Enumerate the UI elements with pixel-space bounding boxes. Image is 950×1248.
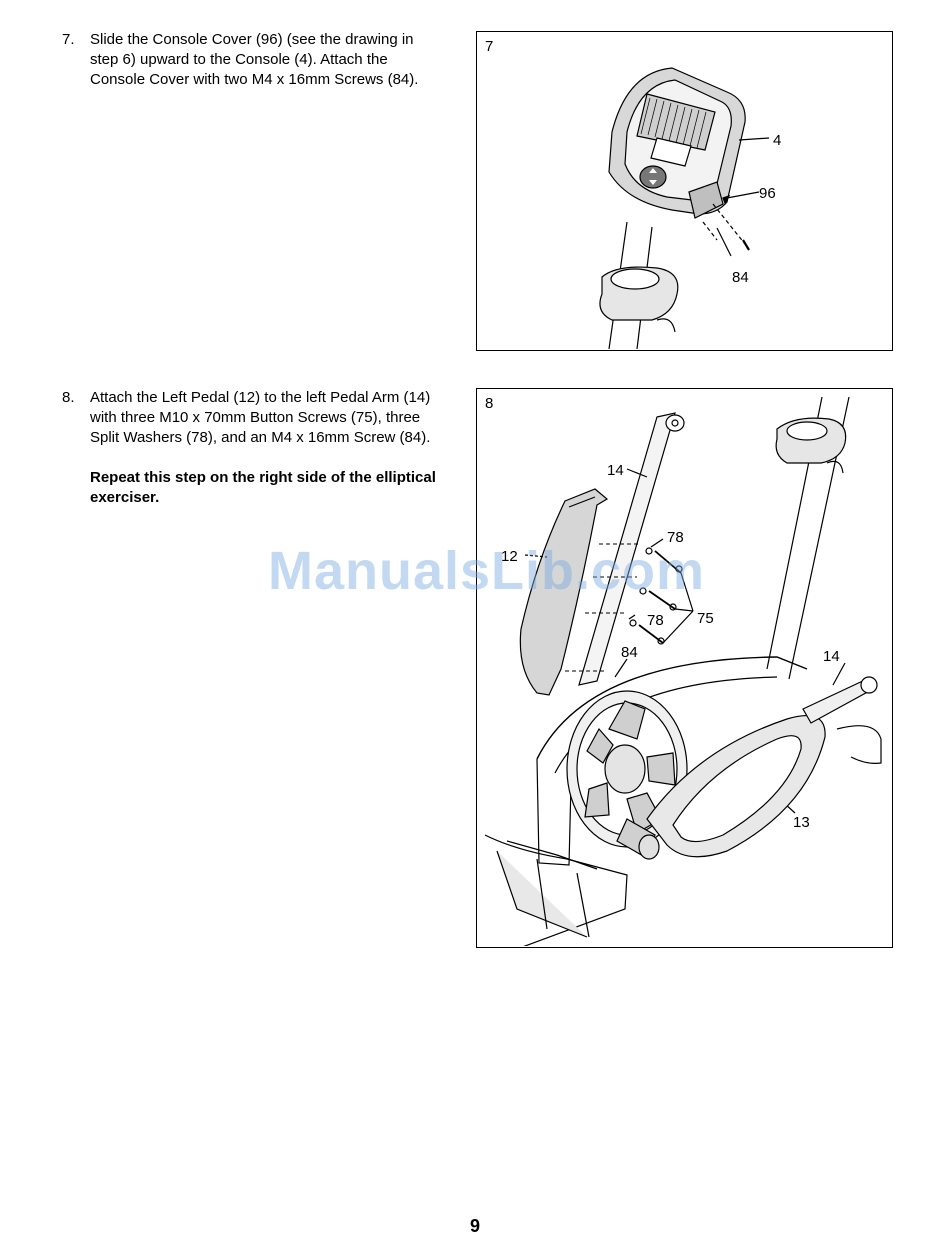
callout-8-arm-left: 14	[607, 462, 624, 479]
callout-8-washer-bottom: 78	[647, 612, 664, 629]
callout-7-cover: 96	[759, 185, 776, 202]
callout-8-arm-right: 14	[823, 648, 840, 665]
callout-7-console: 4	[773, 132, 781, 149]
callout-8-washer-top: 78	[667, 529, 684, 546]
step-8-number: 8.	[62, 389, 75, 406]
callout-8-button-screw: 75	[697, 610, 714, 627]
watermark: ManualsLib.com	[268, 541, 706, 601]
step-8-note: Repeat this step on the right side of th…	[90, 469, 436, 506]
figure-7-drawing: 4 96 84	[599, 67, 781, 349]
figure-7: 7	[476, 31, 893, 351]
callout-8-handle: 13	[793, 814, 810, 831]
step-7-text: Slide the Console Cover (96) (see the dr…	[90, 30, 446, 90]
figure-8-label: 8	[485, 395, 494, 412]
step-8-text: Attach the Left Pedal (12) to the left P…	[90, 388, 446, 508]
page-number: 9	[469, 1216, 480, 1236]
callout-7-screw: 84	[732, 269, 749, 286]
figure-8: 8	[476, 388, 893, 948]
callout-8-pedal: 12	[501, 548, 518, 565]
step-7-number: 7.	[62, 31, 75, 48]
step-7-instruction: Slide the Console Cover (96) (see the dr…	[90, 31, 419, 88]
figure-7-label: 7	[485, 38, 494, 55]
figure-8-drawing: 14 78 12 78 75 84 14 13	[484, 396, 882, 946]
callout-8-screw: 84	[621, 644, 638, 661]
step-8-instruction: Attach the Left Pedal (12) to the left P…	[90, 389, 431, 446]
